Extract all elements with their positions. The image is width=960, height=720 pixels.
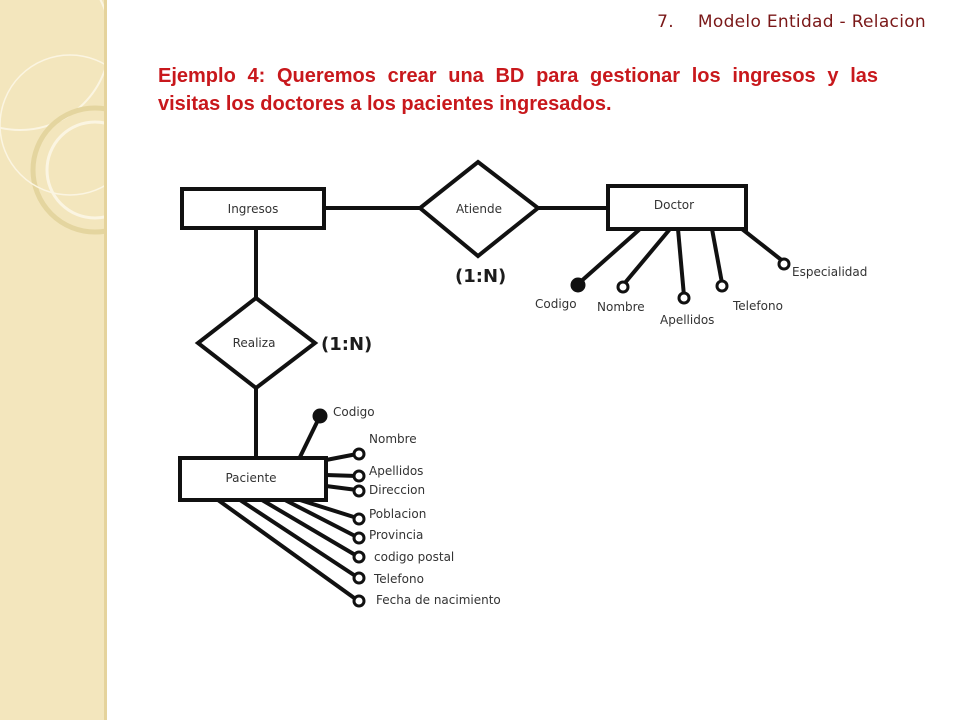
- paciente-attr-line-nombre: [325, 452, 358, 462]
- paciente-attr-line-telefono: [238, 498, 359, 579]
- relationship-atiende-diamond: [416, 159, 542, 259]
- relationship-atiende-label: Atiende: [456, 202, 502, 216]
- paciente-attr-line-poblacion: [299, 498, 358, 520]
- doctor-attr-apellidos: Apellidos: [660, 313, 714, 327]
- doctor-attr-nombre: Nombre: [597, 300, 645, 314]
- doctor-attr-especialidad: Especialidad: [792, 265, 867, 279]
- paciente-attr-nombre: Nombre: [369, 432, 417, 446]
- relationship-realiza-diamond: [194, 295, 319, 391]
- paciente-attr-line-direccion: [325, 484, 358, 492]
- entity-ingresos-label: Ingresos: [228, 202, 279, 216]
- section-title: Modelo Entidad - Relacion: [697, 12, 926, 32]
- paciente-key-attr-marker: [312, 408, 328, 424]
- paciente-attr-marker-apellidos: [352, 469, 366, 483]
- entity-doctor-label: Doctor: [654, 198, 694, 212]
- relationship-realiza-label: Realiza: [233, 336, 276, 350]
- paciente-attr-marker-telefono: [352, 571, 366, 585]
- paciente-attr-direccion: Direccion: [369, 483, 425, 497]
- doctor-attr-codigo: Codigo: [535, 297, 577, 311]
- entity-ingresos-box: [180, 187, 326, 230]
- doctor-attr-telefono: Telefono: [732, 299, 783, 313]
- doctor-attr-marker-especialidad: [777, 257, 791, 271]
- paciente-attr-line-provincia: [284, 498, 358, 539]
- entity-paciente-box: [178, 456, 328, 502]
- doctor-attr-line-nombre: [622, 227, 672, 286]
- doctor-attr-line-codigo: [576, 227, 642, 286]
- doctor-attr-line-apellidos: [676, 228, 686, 297]
- paciente-attr-marker-provincia: [352, 531, 366, 545]
- paciente-attr-marker-fecha: [352, 594, 366, 608]
- section-number: 7.: [657, 12, 674, 32]
- intro-paragraph: Ejemplo 4: Queremos crear una BD para ge…: [158, 65, 878, 115]
- cardinality-realiza: (1:N): [321, 334, 372, 355]
- doctor-attr-marker-apellidos: [677, 291, 691, 305]
- paciente-attr-poblacion: Poblacion: [369, 507, 426, 521]
- paciente-attr-line-fecha: [216, 498, 359, 602]
- paciente-attr-marker-nombre: [352, 447, 366, 461]
- paciente-attr-line-codigo-postal: [260, 498, 359, 558]
- slide-header: 7. Modelo Entidad - Relacion: [657, 12, 926, 32]
- doctor-attr-line-especialidad: [740, 227, 786, 264]
- decorative-sidebar: [0, 0, 106, 720]
- paciente-attr-provincia: Provincia: [369, 528, 423, 542]
- sidebar-edge-line: [104, 0, 107, 720]
- paciente-attr-fecha: Fecha de nacimiento: [376, 593, 501, 607]
- paciente-attr-marker-codigo-postal: [352, 550, 366, 564]
- cardinality-atiende: (1:N): [455, 266, 506, 287]
- paciente-attr-line-codigo: [298, 415, 322, 458]
- doctor-attr-marker-telefono: [715, 279, 729, 293]
- paciente-attr-line-apellidos: [325, 473, 358, 478]
- paciente-attr-telefono: Telefono: [373, 572, 424, 586]
- doctor-key-attr-marker: [570, 277, 586, 293]
- doctor-attr-marker-nombre: [616, 280, 630, 294]
- sidebar-circles-decoration: [0, 0, 106, 235]
- paciente-attr-codigo-postal: codigo postal: [374, 550, 454, 564]
- entity-doctor-box: [606, 184, 748, 231]
- paciente-attr-codigo: Codigo: [333, 405, 375, 419]
- paciente-attr-apellidos: Apellidos: [369, 464, 423, 478]
- doctor-attr-line-telefono: [710, 228, 724, 284]
- entity-paciente-label: Paciente: [225, 471, 276, 485]
- paciente-attr-marker-poblacion: [352, 512, 366, 526]
- paciente-attr-marker-direccion: [352, 484, 366, 498]
